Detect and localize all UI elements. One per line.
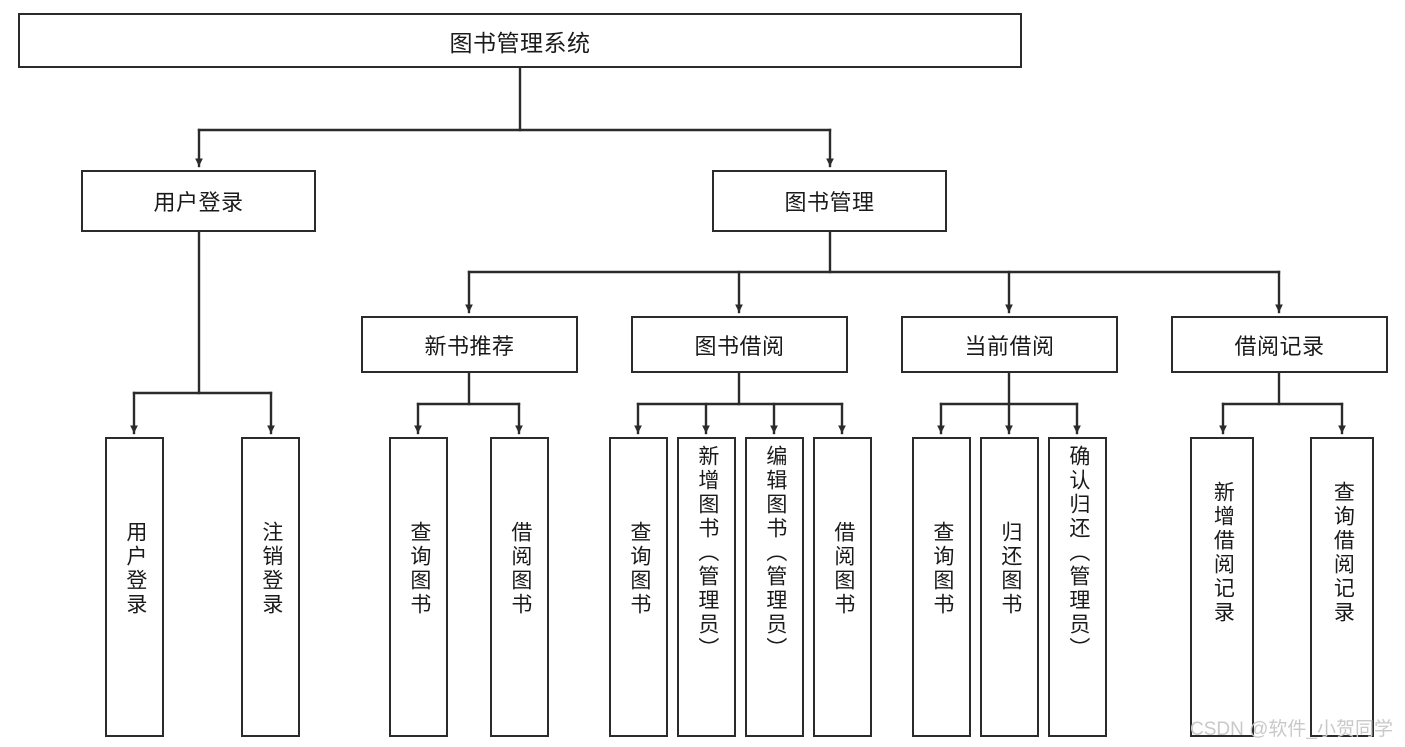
leaf-borrow-borrow-book[interactable]: 借阅图书 <box>813 437 872 737</box>
node-book-management-label: 图书管理 <box>784 190 875 215</box>
node-current-borrow[interactable]: 当前借阅 <box>901 316 1118 373</box>
leaf-current-confirm-return-admin-label: 确认归还（管理员） <box>1066 445 1090 661</box>
leaf-user-login-signin-label: 用户登录 <box>123 521 147 617</box>
node-book-borrow[interactable]: 图书借阅 <box>631 316 848 373</box>
leaf-borrow-add-book-admin-label: 新增图书（管理员） <box>695 445 719 661</box>
leaf-borrow-edit-book-admin[interactable]: 编辑图书（管理员） <box>745 437 804 737</box>
leaf-current-query-book-label: 查询图书 <box>930 521 954 617</box>
leaf-user-login-signin[interactable]: 用户登录 <box>105 437 164 737</box>
leaf-borrow-edit-book-admin-label: 编辑图书（管理员） <box>763 445 787 661</box>
leaf-current-confirm-return-admin[interactable]: 确认归还（管理员） <box>1048 437 1107 737</box>
node-root-library-management-system[interactable]: 图书管理系统 <box>18 13 1022 68</box>
leaf-borrow-borrow-book-label: 借阅图书 <box>831 521 855 617</box>
leaf-borrow-query-book[interactable]: 查询图书 <box>609 437 668 737</box>
node-current-borrow-label: 当前借阅 <box>964 333 1055 359</box>
node-user-login-label: 用户登录 <box>153 190 244 215</box>
csdn-watermark: CSDN @软件_小贺同学 <box>1190 719 1393 740</box>
node-borrow-records-label: 借阅记录 <box>1234 333 1325 359</box>
leaf-new-book-query-label: 查询图书 <box>407 521 431 617</box>
leaf-borrow-query-book-label: 查询图书 <box>627 521 651 617</box>
leaf-user-login-signout-label: 注销登录 <box>259 521 283 617</box>
node-root-label: 图书管理系统 <box>449 29 591 56</box>
leaf-borrow-add-book-admin[interactable]: 新增图书（管理员） <box>677 437 736 737</box>
leaf-records-add-record-label: 新增借阅记录 <box>1211 481 1235 625</box>
node-user-login[interactable]: 用户登录 <box>81 170 316 232</box>
node-borrow-records[interactable]: 借阅记录 <box>1171 316 1388 373</box>
node-new-book-recommend-label: 新书推荐 <box>424 333 515 359</box>
node-new-book-recommend[interactable]: 新书推荐 <box>361 316 578 373</box>
node-book-borrow-label: 图书借阅 <box>694 333 785 359</box>
leaf-new-book-borrow[interactable]: 借阅图书 <box>490 437 549 737</box>
leaf-current-query-book[interactable]: 查询图书 <box>912 437 971 737</box>
leaf-new-book-borrow-label: 借阅图书 <box>508 521 532 617</box>
leaf-records-query-record-label: 查询借阅记录 <box>1331 481 1355 625</box>
leaf-records-query-record[interactable]: 查询借阅记录 <box>1310 437 1374 737</box>
leaf-current-return-book[interactable]: 归还图书 <box>980 437 1039 737</box>
leaf-records-add-record[interactable]: 新增借阅记录 <box>1190 437 1254 737</box>
leaf-new-book-query[interactable]: 查询图书 <box>389 437 448 737</box>
node-book-management[interactable]: 图书管理 <box>712 170 947 232</box>
leaf-current-return-book-label: 归还图书 <box>998 521 1022 617</box>
leaf-user-login-signout[interactable]: 注销登录 <box>241 437 300 737</box>
